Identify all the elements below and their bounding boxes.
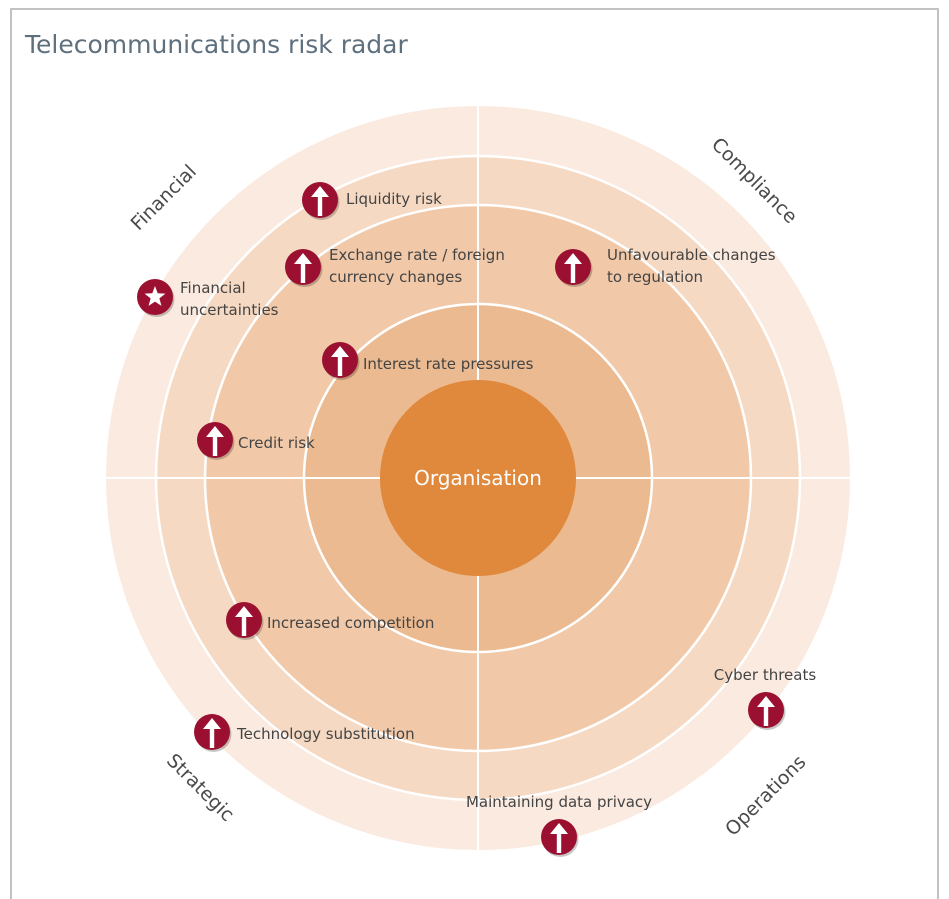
risk-label: Increased competition <box>267 614 434 632</box>
quadrant-label-operations: Operations <box>721 751 810 840</box>
risk-label: Credit risk <box>238 434 315 452</box>
risk-label: Technology substitution <box>236 725 415 743</box>
quadrant-label-strategic: Strategic <box>162 750 238 826</box>
star-icon <box>144 286 166 306</box>
quadrant-label-financial: Financial <box>127 161 201 235</box>
risk-label-line: Maintaining data privacy <box>466 793 652 811</box>
risk-label-line: to regulation <box>607 268 703 286</box>
risk-label: Maintaining data privacy <box>466 793 652 811</box>
risk-label: Interest rate pressures <box>363 355 534 373</box>
diagram-title: Telecommunications risk radar <box>24 30 408 59</box>
risk-label-line: Unfavourable changes <box>607 246 776 264</box>
risk-liquidity: Liquidity risk <box>302 182 442 220</box>
risk-label-line: Financial <box>180 279 246 297</box>
risk-label-line: Technology substitution <box>236 725 415 743</box>
risk-label: Exchange rate / foreign currency changes <box>329 246 505 286</box>
risk-label: Unfavourable changes to regulation <box>607 246 776 286</box>
arrow-up-icon <box>331 346 349 376</box>
arrow-up-icon <box>235 606 253 636</box>
organisation-label: Organisation <box>414 466 542 490</box>
risk-exchange: Exchange rate / foreign currency changes <box>285 246 505 287</box>
arrow-up-icon <box>311 186 329 216</box>
arrow-up-icon <box>564 253 582 283</box>
risk-label-line: currency changes <box>329 268 462 286</box>
arrow-up-icon <box>203 718 221 748</box>
risk-label: Financial uncertainties <box>180 279 279 319</box>
risk-label-line: Interest rate pressures <box>363 355 534 373</box>
risk-financial-uncertainties: Financial uncertainties <box>137 279 279 319</box>
risk-label: Liquidity risk <box>346 190 442 208</box>
risk-label-line: Exchange rate / foreign <box>329 246 505 264</box>
risk-label-line: Credit risk <box>238 434 315 452</box>
arrow-up-icon <box>757 696 775 726</box>
risk-label-line: Increased competition <box>267 614 434 632</box>
arrow-up-icon <box>294 253 312 283</box>
risk-label-line: uncertainties <box>180 301 279 319</box>
risk-label-line: Cyber threats <box>714 666 817 684</box>
organisation-core <box>380 380 576 576</box>
risk-competition: Increased competition <box>226 602 434 640</box>
risk-technology: Technology substitution <box>194 714 415 752</box>
arrow-up-icon <box>206 426 224 456</box>
risk-credit: Credit risk <box>197 422 315 460</box>
arrow-up-icon <box>550 823 568 853</box>
risk-interest: Interest rate pressures <box>322 342 534 380</box>
risk-regulation: Unfavourable changes to regulation <box>555 246 776 287</box>
risk-cyber: Cyber threats <box>714 666 817 730</box>
risk-label: Cyber threats <box>714 666 817 684</box>
risk-label-line: Liquidity risk <box>346 190 442 208</box>
risk-privacy: Maintaining data privacy <box>466 793 652 857</box>
